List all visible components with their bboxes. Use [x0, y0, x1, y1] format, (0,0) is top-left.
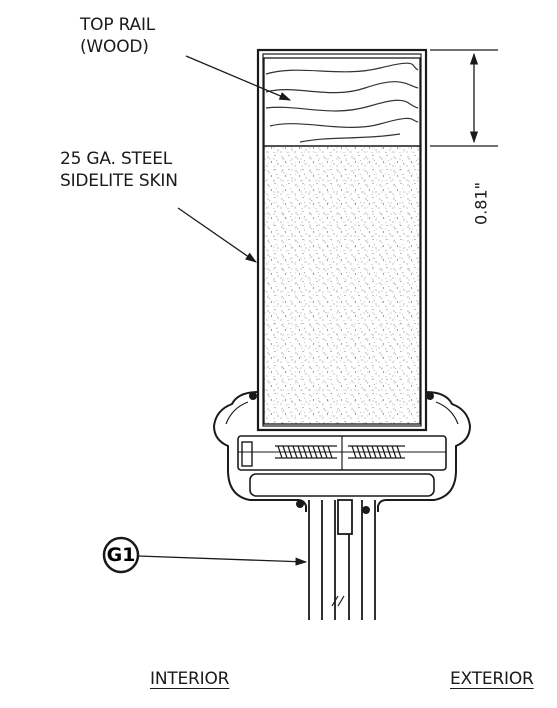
leader-lines [137, 55, 308, 566]
label-interior: INTERIOR [150, 669, 230, 689]
dimension-label: 0.81" [471, 182, 491, 225]
label-top-rail-line2: (WOOD) [80, 37, 149, 57]
spring-coils [275, 445, 405, 459]
top-rail-wood [263, 57, 421, 147]
glass-lite [308, 499, 376, 620]
label-top-rail-line1: TOP RAIL [80, 15, 156, 35]
label-steel-skin-line2: SIDELITE SKIN [60, 171, 178, 191]
label-top-rail: TOP RAIL (WOOD) [80, 14, 155, 58]
fasteners [241, 392, 434, 514]
dimension-line [430, 49, 498, 147]
callout-g1-label: G1 [106, 544, 136, 566]
steel-skin [256, 48, 428, 432]
glazing-frame [212, 391, 472, 512]
label-steel-skin-line1: 25 GA. STEEL [60, 149, 173, 169]
foam-core [263, 145, 421, 425]
label-exterior: EXTERIOR [450, 669, 534, 689]
label-steel-skin: 25 GA. STEEL SIDELITE SKIN [60, 148, 178, 192]
g1-callout-bubble [102, 536, 140, 574]
